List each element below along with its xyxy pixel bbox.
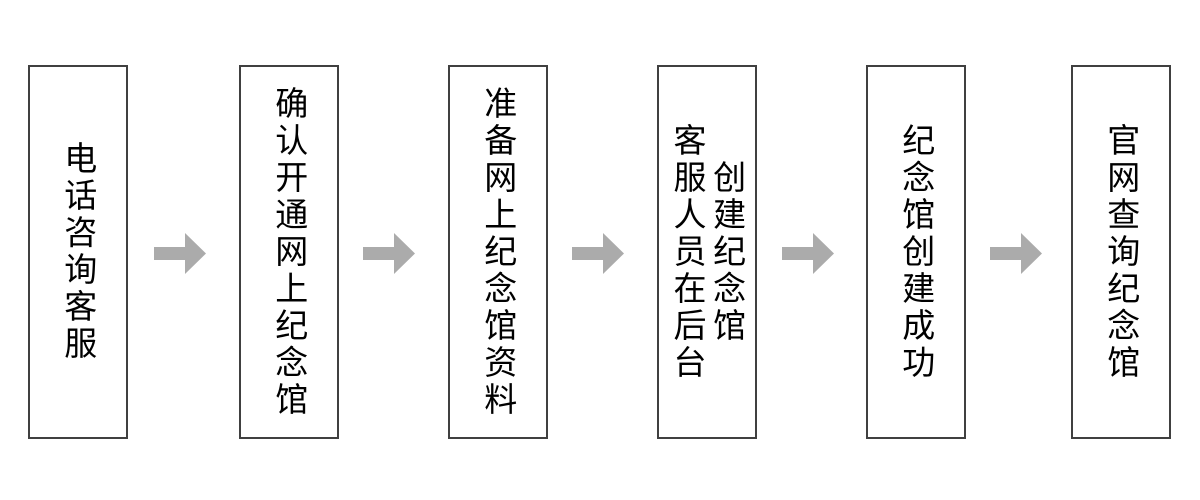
flow-arrow-2 (363, 233, 415, 274)
right-arrow-icon (990, 233, 1042, 274)
flow-node-5[interactable]: 纪念馆创建成功 (866, 65, 966, 439)
flow-arrow-1 (154, 233, 206, 274)
flow-node-4[interactable]: 创建纪念馆 客服人员在后台 (657, 65, 757, 439)
flow-node-1[interactable]: 电话咨询客服 (28, 65, 128, 439)
flow-node-2[interactable]: 确认开通网上纪念馆 (239, 65, 339, 439)
flow-node-1-label: 电话咨询客服 (58, 141, 98, 363)
flow-node-5-label: 纪念馆创建成功 (896, 122, 936, 382)
right-arrow-icon (363, 233, 415, 274)
flow-node-6-label: 官网查询纪念馆 (1101, 122, 1141, 382)
flow-arrow-4 (782, 233, 834, 274)
flow-node-4-label-secondary: 客服人员在后台 (668, 122, 707, 382)
right-arrow-icon (572, 233, 624, 274)
right-arrow-icon (154, 233, 206, 274)
flow-node-3-label: 准备网上纪念馆资料 (478, 85, 518, 419)
right-arrow-icon (782, 233, 834, 274)
flow-node-4-label-primary: 创建纪念馆 (707, 159, 747, 345)
flow-node-3[interactable]: 准备网上纪念馆资料 (448, 65, 548, 439)
flow-node-2-label: 确认开通网上纪念馆 (269, 85, 309, 419)
flow-arrow-3 (572, 233, 624, 274)
flow-arrow-5 (990, 233, 1042, 274)
flow-node-6[interactable]: 官网查询纪念馆 (1071, 65, 1171, 439)
